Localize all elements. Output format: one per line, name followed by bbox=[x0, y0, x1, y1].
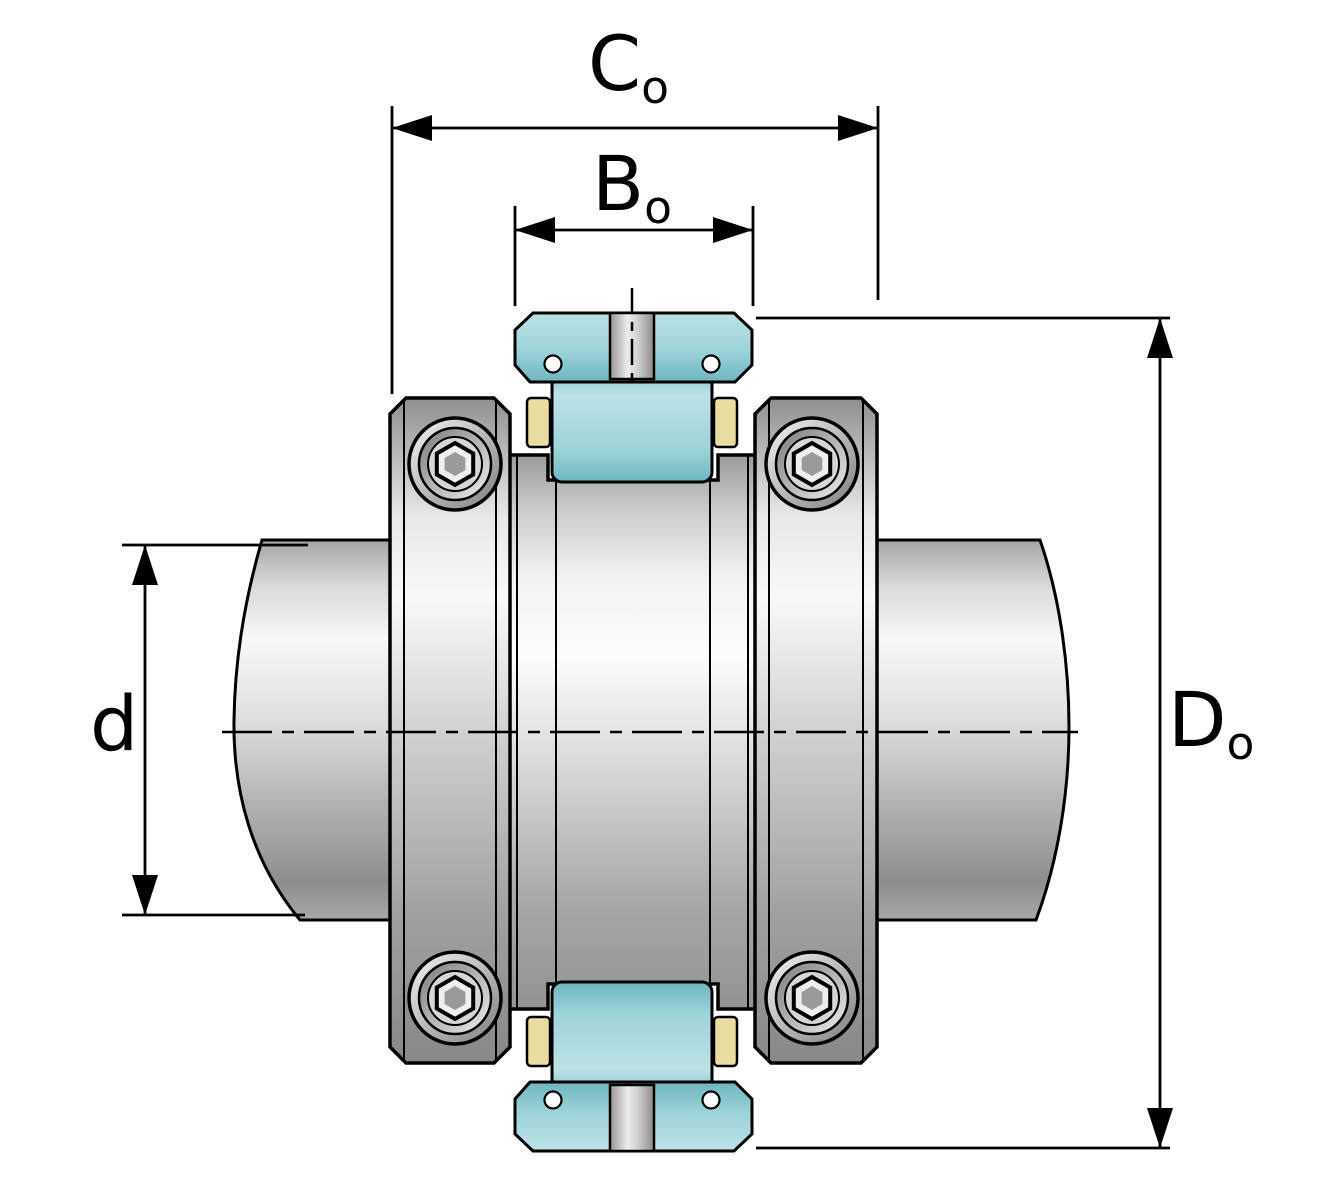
dimension-label-do: Do bbox=[1168, 682, 1254, 767]
label-subscript: o bbox=[644, 180, 673, 234]
label-main: d bbox=[90, 679, 139, 768]
right-clamp-plate bbox=[753, 396, 879, 1065]
arrowhead-right bbox=[838, 115, 878, 141]
label-main: D bbox=[1168, 675, 1227, 764]
dimension-do bbox=[756, 316, 1173, 1150]
arrowhead-up bbox=[132, 545, 158, 585]
arrowhead-down bbox=[132, 875, 158, 915]
label-main: B bbox=[592, 139, 645, 228]
arrowhead-right bbox=[713, 217, 753, 243]
arrowhead-left bbox=[392, 115, 432, 141]
label-subscript: o bbox=[1226, 716, 1255, 770]
bolt-top-right bbox=[764, 416, 860, 512]
dimension-label-d: d bbox=[90, 686, 138, 770]
dimension-d bbox=[122, 543, 308, 917]
bolt-bottom-left bbox=[407, 950, 503, 1046]
plate-body bbox=[388, 396, 512, 1065]
bolt-top-left bbox=[407, 416, 503, 512]
dimension-label-bo: Bo bbox=[592, 146, 672, 231]
dimension-label-co: Co bbox=[588, 26, 669, 111]
bolt-bottom-right bbox=[764, 950, 860, 1046]
arrowhead-up bbox=[1147, 318, 1173, 358]
dimension-co bbox=[390, 106, 880, 394]
dimension-bo bbox=[513, 206, 755, 306]
arrowhead-left bbox=[515, 217, 555, 243]
plate-body bbox=[753, 396, 879, 1065]
arrowhead-down bbox=[1147, 1108, 1173, 1148]
label-main: C bbox=[588, 19, 642, 108]
label-subscript: o bbox=[641, 60, 669, 114]
centerlines bbox=[222, 288, 1078, 734]
left-clamp-plate bbox=[388, 396, 512, 1065]
